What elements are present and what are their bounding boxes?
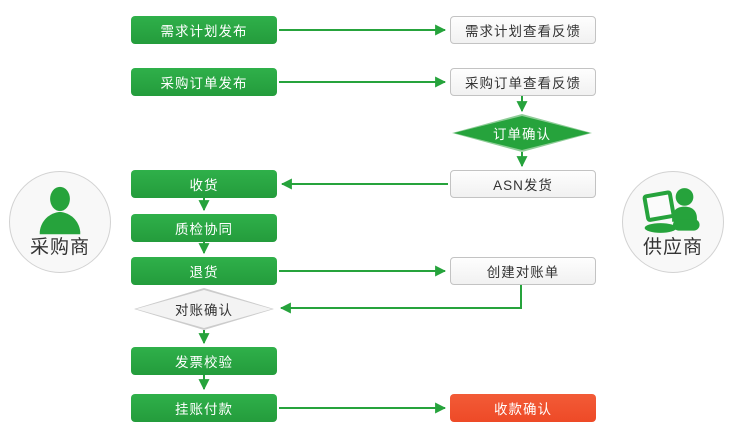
node-label: 收款确认 [494, 402, 552, 417]
node-label: 挂账付款 [175, 402, 233, 417]
node-invoice-verification: 发票校验 [131, 347, 277, 375]
node-receive-goods: 收货 [131, 170, 277, 198]
node-label: 需求计划发布 [160, 24, 248, 39]
node-label: 质检协同 [175, 222, 233, 237]
supplier-laptop-person-icon [623, 186, 723, 238]
node-label: 发票校验 [175, 355, 233, 370]
node-label: 退货 [189, 265, 219, 280]
buyer-label: 采购商 [29, 237, 90, 258]
node-book-payment: 挂账付款 [131, 394, 277, 422]
node-asn-shipping: ASN发货 [450, 170, 596, 198]
node-label: 采购订单发布 [160, 76, 248, 91]
node-order-confirm: 订单确认 [452, 114, 592, 152]
node-reconciliation-confirm: 对账确认 [134, 288, 274, 330]
node-demand-plan-feedback: 需求计划查看反馈 [450, 16, 596, 44]
supplier-label: 供应商 [642, 237, 703, 258]
node-label: 收货 [189, 178, 219, 193]
node-receipt-confirm: 收款确认 [450, 394, 596, 422]
node-label: ASN发货 [493, 178, 553, 193]
node-label: 订单确认 [493, 127, 551, 142]
node-demand-plan-publish: 需求计划发布 [131, 16, 277, 44]
buyer-person-icon [10, 186, 110, 236]
node-purchase-order-publish: 采购订单发布 [131, 68, 277, 96]
node-create-statement: 创建对账单 [450, 257, 596, 285]
node-label: 采购订单查看反馈 [465, 76, 581, 91]
supplier-actor: 供应商 [622, 171, 724, 273]
node-label: 需求计划查看反馈 [465, 24, 581, 39]
buyer-actor: 采购商 [9, 171, 111, 273]
node-label: 对账确认 [175, 303, 233, 318]
node-label: 创建对账单 [486, 265, 560, 280]
node-purchase-order-feedback: 采购订单查看反馈 [450, 68, 596, 96]
connector-statement-to-reconciliation [279, 285, 522, 314]
node-quality-inspection: 质检协同 [131, 214, 277, 242]
node-return-goods: 退货 [131, 257, 277, 285]
